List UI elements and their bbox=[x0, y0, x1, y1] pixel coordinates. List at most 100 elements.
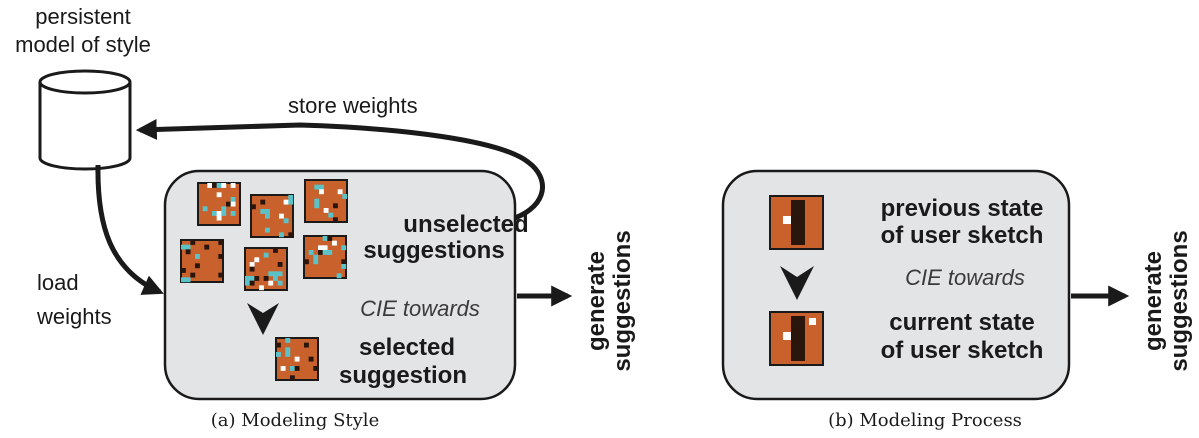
tile-pixel bbox=[322, 245, 328, 251]
tile-pixel bbox=[230, 211, 236, 216]
tile-pixel bbox=[185, 249, 191, 255]
previous-state-line1: previous state bbox=[881, 195, 1044, 222]
current-state-line2: of user sketch bbox=[881, 337, 1044, 364]
tile-pixel bbox=[260, 199, 266, 205]
tile-pixel bbox=[277, 280, 283, 286]
tile-pixel bbox=[254, 276, 260, 281]
tile-pixel bbox=[260, 209, 266, 214]
tile-pixel bbox=[304, 259, 309, 265]
tile-pixel bbox=[279, 213, 284, 219]
tile-pixel bbox=[318, 245, 323, 251]
tile-pixel bbox=[263, 276, 269, 281]
db-label-line1: persistent bbox=[35, 4, 130, 29]
tile-pixel bbox=[195, 263, 200, 269]
tile-pixel bbox=[333, 203, 338, 209]
load-label-line1: load bbox=[37, 270, 79, 295]
output-label-b-line2: suggestions bbox=[1166, 230, 1193, 371]
tile-pixel bbox=[319, 184, 324, 190]
current-state-line1: current state bbox=[889, 309, 1034, 336]
tile-pixel bbox=[218, 272, 224, 278]
suggestion-tile bbox=[197, 182, 241, 226]
tile-pixel bbox=[327, 250, 333, 255]
database-icon bbox=[38, 69, 132, 171]
tile-pixel bbox=[218, 254, 224, 259]
tile-pixel bbox=[216, 183, 222, 188]
suggestion-tile bbox=[304, 179, 348, 223]
tile-pixel bbox=[221, 183, 227, 188]
tile-pixel bbox=[249, 266, 255, 272]
tile-pixel bbox=[216, 192, 222, 198]
selected-label-line2: suggestion bbox=[339, 362, 467, 389]
tile-pixel bbox=[294, 366, 300, 371]
tile-pixel bbox=[273, 271, 278, 277]
tile-pixel bbox=[285, 338, 291, 343]
suggestion-tile bbox=[303, 235, 347, 279]
output-label-line2: suggestions bbox=[609, 230, 636, 371]
tile-pixel bbox=[190, 272, 196, 278]
tile-pixel bbox=[212, 183, 217, 188]
tile-pixel bbox=[337, 189, 343, 195]
tile-pixel bbox=[332, 240, 337, 246]
tile-pixel bbox=[245, 276, 250, 281]
tile-pixel bbox=[279, 232, 284, 238]
tile-pixel bbox=[190, 240, 196, 245]
tile-pixel bbox=[342, 194, 348, 199]
suggestion-tile bbox=[180, 239, 224, 283]
caption-a: (a) Modeling Style bbox=[211, 410, 379, 431]
tile-pixel bbox=[181, 268, 186, 273]
tile-pixel bbox=[216, 215, 222, 221]
tile-pixel bbox=[333, 217, 338, 223]
tile-pixel bbox=[280, 366, 286, 371]
tile-pixel bbox=[304, 342, 309, 348]
tile-pixel bbox=[290, 366, 295, 371]
tile-pixel bbox=[268, 280, 274, 286]
tile-pixel bbox=[322, 236, 328, 241]
tile-pixel bbox=[265, 209, 270, 214]
tile-pixel bbox=[290, 375, 295, 381]
output-label-line1: generate bbox=[583, 251, 610, 351]
tile-pixel bbox=[288, 195, 294, 200]
generate-suggestions-b: generate suggestions bbox=[1140, 230, 1193, 371]
tile-pixel bbox=[276, 342, 281, 348]
tile-pixel bbox=[249, 262, 255, 267]
tile-pixel bbox=[273, 276, 278, 281]
tile-pixel bbox=[221, 211, 227, 216]
tile-pixel bbox=[185, 277, 191, 283]
cie-label-b: CIE towards bbox=[905, 265, 1025, 290]
tile-pixel bbox=[181, 277, 186, 283]
tile-pixel bbox=[276, 352, 281, 357]
tile-pixel bbox=[327, 236, 333, 241]
tile-pixel bbox=[288, 199, 294, 205]
tile-pixel bbox=[277, 262, 283, 267]
tile-pixel bbox=[249, 276, 255, 281]
tile-pixel bbox=[277, 271, 283, 277]
tile-pixel bbox=[195, 254, 200, 259]
store-weights-arrow bbox=[135, 118, 545, 221]
tile-pixel bbox=[230, 201, 236, 207]
tile-pixel bbox=[341, 264, 347, 269]
tile-pixel bbox=[314, 203, 320, 209]
tile-pixel bbox=[230, 197, 236, 202]
load-weights-arrow bbox=[95, 164, 164, 295]
tile-pixel bbox=[314, 198, 320, 204]
caption-b: (b) Modeling Process bbox=[828, 410, 1022, 431]
tile-pixel bbox=[265, 227, 270, 233]
tile-pixel bbox=[294, 356, 300, 362]
tile-pixel bbox=[202, 206, 208, 212]
tile-pixel bbox=[308, 250, 314, 255]
tile-pixel bbox=[283, 199, 289, 205]
tile-pixel bbox=[273, 248, 278, 253]
tile-pixel bbox=[263, 252, 269, 258]
tile-pixel bbox=[221, 206, 227, 212]
unselected-label-line2: suggestions bbox=[363, 237, 504, 264]
tile-pixel bbox=[254, 257, 260, 263]
tile-pixel bbox=[265, 213, 270, 219]
tile-pixel bbox=[322, 250, 328, 255]
generate-suggestions-a: generate suggestions bbox=[583, 230, 636, 371]
tile-pixel bbox=[204, 244, 210, 250]
db-label-line2: model of style bbox=[15, 32, 151, 57]
tile-pixel bbox=[249, 280, 255, 286]
tile-pixel bbox=[218, 240, 224, 245]
tile-pixel bbox=[212, 211, 217, 216]
